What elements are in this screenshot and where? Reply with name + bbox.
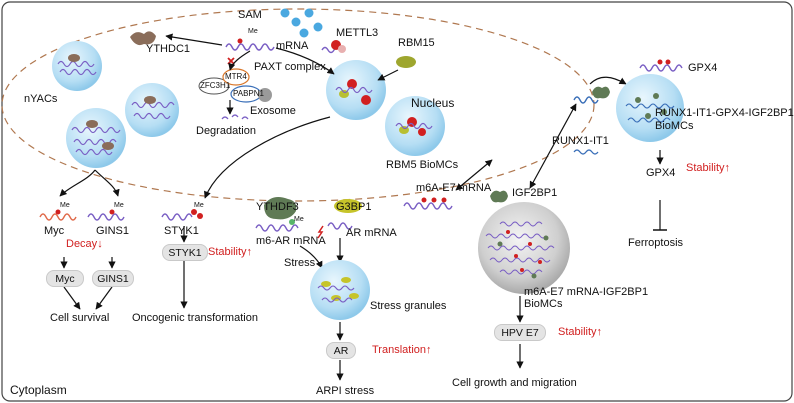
arrow-myc-survival xyxy=(63,286,81,310)
arrow-to-myc xyxy=(59,169,96,197)
zfc3h1-shape xyxy=(198,77,230,95)
cell-growth-label: Cell growth and migration xyxy=(452,377,577,389)
me-tag: Me xyxy=(248,28,258,35)
arrow-to-gins1 xyxy=(94,169,120,197)
mrna-wave xyxy=(225,43,275,51)
stress-bolt xyxy=(317,225,324,239)
nucleus-label: Nucleus xyxy=(411,96,455,110)
exosome-label: Exosome xyxy=(250,105,296,117)
mtr4-shape xyxy=(222,68,250,86)
ar-mrna-label: AR mRNA xyxy=(346,227,397,239)
styk1-label: STYK1 xyxy=(164,225,199,237)
arrow-runx1-nucleus xyxy=(529,103,577,189)
m6a-e7-label: m6A-E7 mRNA xyxy=(416,182,492,194)
e7-biomcs-label-1: m6A-E7 mRNA-IGF2BP1 xyxy=(524,286,649,298)
myc-me: Me xyxy=(60,202,70,209)
igf2bp1-protein xyxy=(490,190,508,203)
ythdf3-protein xyxy=(264,197,297,220)
mrna-label: mRNA xyxy=(276,40,309,52)
ythdf3-label: YTHDF3 xyxy=(256,201,299,213)
styk1-node: STYK1 xyxy=(162,244,208,261)
gins1-label: GINS1 xyxy=(96,225,130,237)
mtr4-label: MTR4 xyxy=(225,72,247,81)
myc-node: Myc xyxy=(46,270,84,287)
paxt-label: PAXT complex xyxy=(254,61,326,73)
oncogenic-label: Oncogenic transformation xyxy=(132,312,258,324)
runx1-lnc xyxy=(573,96,599,104)
translation-label: Translation↑ xyxy=(372,344,432,356)
myc-label: Myc xyxy=(44,225,65,237)
rbm15-label: RBM15 xyxy=(398,37,435,49)
g3bp1-protein xyxy=(334,199,362,213)
runx1-label: RUNX1-IT1 xyxy=(552,135,609,147)
arpi-label: ARPI stress xyxy=(316,385,375,397)
gpx4-biomcs-label-1: RUNX1-IT1-GPX4-IGF2BP1 xyxy=(655,107,794,119)
styk1-me: Me xyxy=(194,202,204,209)
ar-node: AR xyxy=(326,342,356,359)
biomc-sphere-1 xyxy=(326,60,386,120)
cytoplasm-label: Cytoplasm xyxy=(10,383,67,397)
ythdc1-label: YTHDC1 xyxy=(146,43,191,55)
arrow-mrna-ythdc1 xyxy=(165,33,223,46)
e7-biomcs-label-2: BioMCs xyxy=(524,298,563,310)
igf2bp1-label: IGF2BP1 xyxy=(512,187,558,199)
stress-label: Stress xyxy=(284,257,316,269)
cell-survival-label: Cell survival xyxy=(50,312,110,324)
arrow-e7-igf2bp1 xyxy=(455,159,493,191)
arrow-runx1-gpx4 xyxy=(589,76,627,85)
gpx4-stability-label: Stability↑ xyxy=(686,162,731,174)
degradation-label: Degradation xyxy=(196,125,256,137)
m6a-ar-label: m6-AR mRNA xyxy=(256,235,326,247)
arrow-gins1-survival xyxy=(95,286,113,310)
pabpn1-label: PABPN1 xyxy=(233,89,264,98)
arrow-m6a-ar xyxy=(299,245,323,269)
arrow-rbm15 xyxy=(377,69,399,81)
ythdc1-protein xyxy=(130,31,156,46)
gpx4-biomcs-label-2: BioMCs xyxy=(655,120,694,132)
block-mark xyxy=(227,57,235,65)
arrow-mrna-paxt xyxy=(228,50,251,71)
gins1-me: Me xyxy=(114,202,124,209)
ar-me: Me xyxy=(294,216,304,223)
hpv-stability-label: Stability↑ xyxy=(558,326,603,338)
g3bp1-label: G3BP1 xyxy=(336,201,372,213)
sam-molecules xyxy=(280,8,323,38)
gpx4-biomc-sphere xyxy=(616,74,684,142)
arrow-to-styk1 xyxy=(204,116,331,199)
stress-granules-label: Stress granules xyxy=(370,300,447,312)
arrow-mrna-rbm5 xyxy=(275,47,335,75)
rbm15-protein xyxy=(396,56,416,68)
rbm5-label: RBM5 BioMCs xyxy=(386,159,459,171)
exosome-shape xyxy=(258,88,272,102)
mettl3-label: METTL3 xyxy=(336,27,379,39)
hpv-e7-node: HPV E7 xyxy=(494,324,546,341)
ferroptosis-label: Ferroptosis xyxy=(628,237,684,249)
sam-label: SAM xyxy=(238,9,262,21)
nucleus-boundary xyxy=(1,8,595,202)
gins1-node: GINS1 xyxy=(92,270,134,287)
nyacs-label: nYACs xyxy=(24,93,58,105)
gpx4-top-label: GPX4 xyxy=(688,62,718,74)
styk1-stability-label: Stability↑ xyxy=(208,246,253,258)
decay-label: Decay↓ xyxy=(66,238,103,250)
gpx4-node-label: GPX4 xyxy=(646,167,676,179)
zfc3h1-label: ZFC3H1 xyxy=(200,81,231,90)
